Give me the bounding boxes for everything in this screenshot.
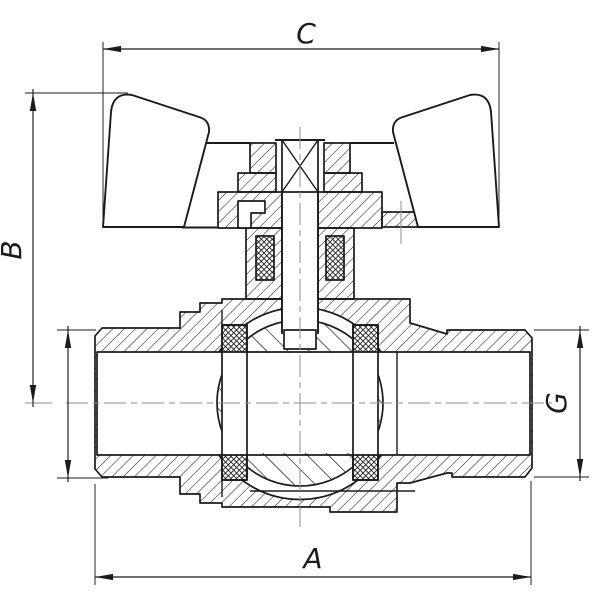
arrowhead [29, 385, 37, 403]
arrowhead [95, 573, 113, 581]
centerlines [25, 127, 552, 527]
arrowhead [64, 330, 72, 348]
handle-stop-notch [237, 200, 266, 229]
butterfly-handle [102, 93, 500, 229]
dimension-a: A [94, 481, 532, 585]
gland-right [317, 191, 383, 229]
seat-right-top [352, 324, 379, 353]
dimension-c-label: C [296, 17, 316, 50]
dimension-g: G [534, 326, 589, 481]
seat-left-top [221, 324, 248, 353]
handle-wing-left [102, 93, 211, 228]
dimension-g-label: G [540, 392, 573, 414]
gland-flange-left [237, 172, 277, 193]
gland-flange-right [323, 172, 363, 193]
seat-left-bottom [221, 454, 248, 481]
packing-left [255, 235, 275, 281]
dimension-a-label: A [301, 542, 322, 575]
arrowhead [481, 45, 499, 53]
arrowhead [576, 459, 584, 477]
gland-nut-right [323, 142, 351, 174]
packing-right [325, 235, 345, 281]
arrowhead [64, 460, 72, 478]
stem-housing [217, 142, 421, 300]
seat-right-bottom [352, 454, 379, 481]
dimension-c: C [102, 17, 500, 226]
dimension-bore-left [57, 326, 108, 482]
dimension-b-label: B [0, 240, 28, 259]
dimension-b: B [0, 89, 128, 407]
arrowhead [103, 45, 121, 53]
handle-wing-right [391, 93, 500, 228]
arrowhead [29, 93, 37, 111]
gland-nut-left [249, 142, 277, 174]
body-section [94, 298, 533, 513]
arrowhead [576, 330, 584, 348]
arrowhead [513, 573, 531, 581]
